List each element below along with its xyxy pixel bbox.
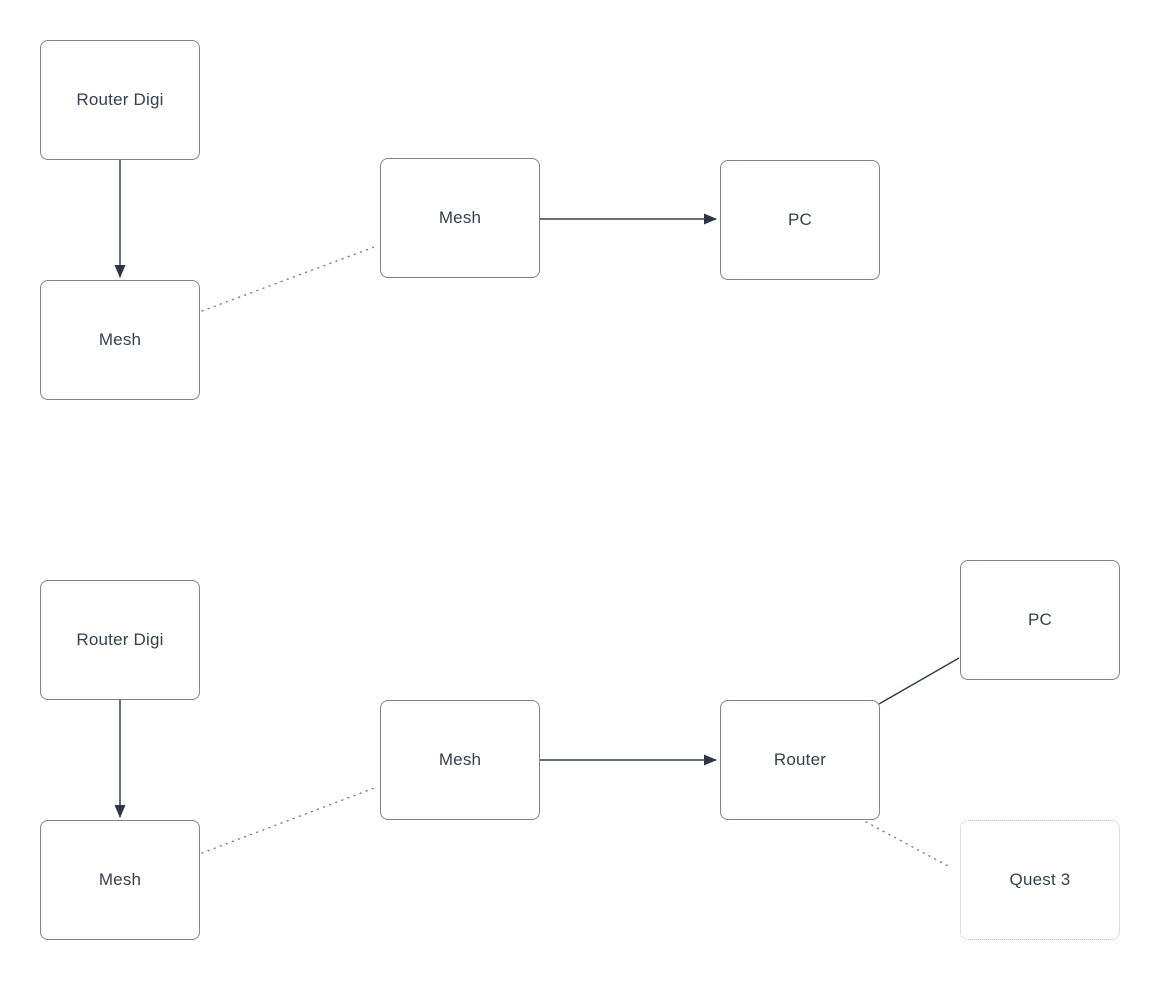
node-router-bottom: Router xyxy=(720,700,880,820)
node-label: PC xyxy=(787,210,813,229)
node-pc-bottom: PC xyxy=(960,560,1120,680)
connector-mesh-left-to-mesh-mid-top-dotted xyxy=(201,245,378,312)
node-label: Router xyxy=(773,750,827,769)
connector-router-to-quest3-dotted xyxy=(865,821,951,868)
node-label: Mesh xyxy=(438,208,482,227)
node-mesh-top-left: Mesh xyxy=(40,280,200,400)
node-mesh-bottom-left: Mesh xyxy=(40,820,200,940)
node-pc-top: PC xyxy=(720,160,880,280)
node-label: Mesh xyxy=(438,750,482,769)
connector-mesh-left-to-mesh-mid-bottom-dotted xyxy=(201,786,378,854)
node-label: Router Digi xyxy=(76,90,164,109)
node-router-digi-top: Router Digi xyxy=(40,40,200,160)
node-mesh-top-mid: Mesh xyxy=(380,158,540,278)
node-router-digi-bottom: Router Digi xyxy=(40,580,200,700)
node-label: PC xyxy=(1027,610,1053,629)
node-label: Mesh xyxy=(98,870,142,889)
connector-router-to-pc-bottom xyxy=(878,657,960,705)
node-mesh-bottom-mid: Mesh xyxy=(380,700,540,820)
node-label: Mesh xyxy=(98,330,142,349)
node-quest-3: Quest 3 xyxy=(960,820,1120,940)
node-label: Quest 3 xyxy=(1009,870,1071,889)
node-label: Router Digi xyxy=(76,630,164,649)
